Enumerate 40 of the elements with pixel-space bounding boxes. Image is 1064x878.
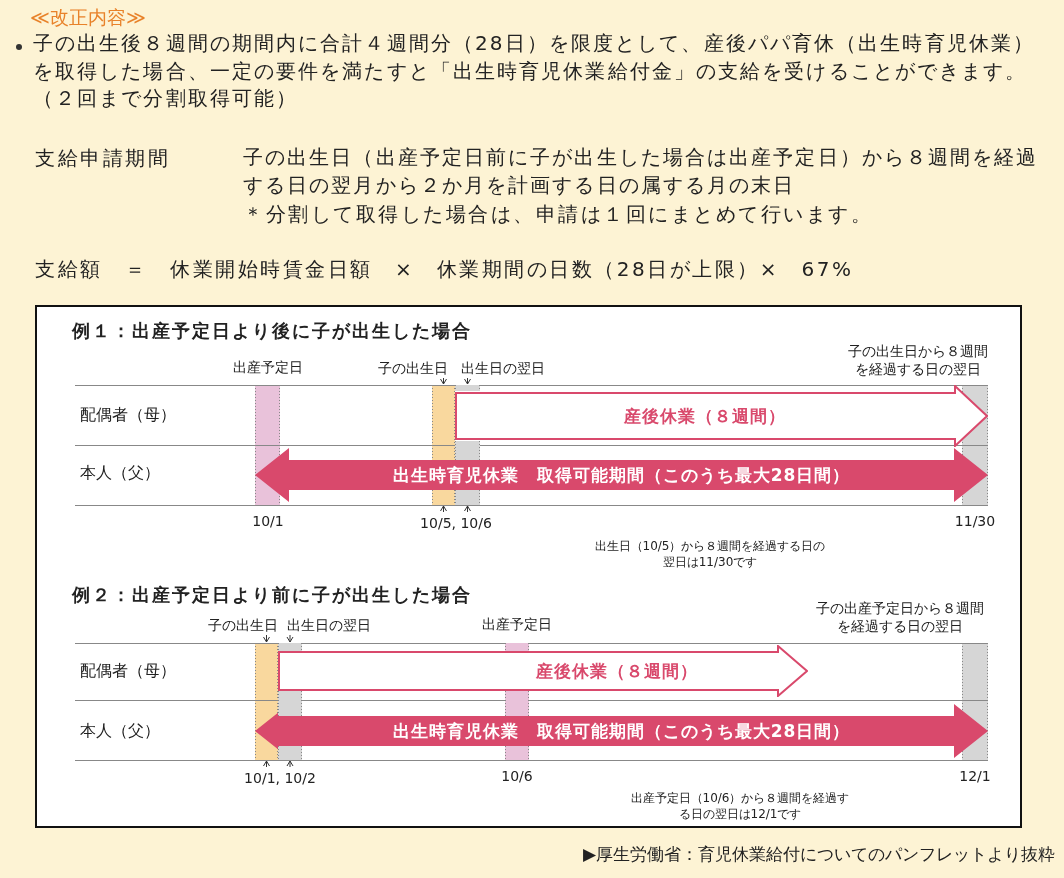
leader-arrow xyxy=(286,634,294,643)
note-text: ＊分割して取得した場合は、申請は１回にまとめて行います。 xyxy=(243,201,874,228)
body-text: 子の出生後８週間の期間内に合計４週間分（28日）を限度として、産後パパ育休（出生時育児休業）を取得した場合、一定の要件を満たすと「出生時育児休業給付金」の支給を受けることができます。（２回まで分割取得可能） xyxy=(33,30,1037,113)
heading: ≪改正内容≫ xyxy=(30,5,146,30)
leader-arrow xyxy=(464,377,471,385)
note-text: 出産予定日（10/6）から８週間を経過する日の翌日は12/1です xyxy=(629,791,851,823)
leader-arrow xyxy=(440,505,447,513)
leader-arrow xyxy=(286,760,294,768)
date-label: 10/5, 10/6 xyxy=(410,512,502,534)
marker-label: 出産予定日 xyxy=(232,358,304,377)
source-text: ▶厚生労働省：育児休業給付についてのパンフレットより抜粋 xyxy=(581,843,1055,866)
item-label: 支給申請期間 xyxy=(35,145,171,172)
leader-arrow xyxy=(263,634,270,643)
date-label: 10/1, 10/2 xyxy=(234,767,326,789)
leader-arrow xyxy=(440,377,447,385)
note-text: 出生日（10/5）から８週間を経過する日の翌日は11/30です xyxy=(593,539,827,571)
marker-label: 子の出生日から８週間を経過する日の翌日 xyxy=(847,343,989,378)
marker-label: 出生日の翌日 xyxy=(287,615,397,635)
leader-arrow xyxy=(263,760,270,768)
row-label: 配偶者（母） xyxy=(80,404,177,426)
date-label: 11/30 xyxy=(953,512,997,531)
formula-text: 支給額 ＝ 休業開始時賃金日額 × 休業期間の日数（28日が上限）× 67% xyxy=(35,256,855,283)
marker-label: 出生日の翌日 xyxy=(461,358,571,378)
marker-label: 子の出生日 xyxy=(350,358,448,378)
date-label: 10/6 xyxy=(500,767,534,786)
row-label: 本人（父） xyxy=(80,720,161,742)
date-band xyxy=(278,643,302,760)
date-label: 10/1 xyxy=(251,512,285,531)
marker-label: 子の出生日 xyxy=(178,615,278,635)
marker-label: 出産予定日 xyxy=(481,615,553,634)
example-heading: 例１：出産予定日より後に子が出生した場合 xyxy=(72,319,473,343)
body-text: 子の出生日（出産予定日前に子が出生した場合は出産予定日）から８週間を経過する日の翌月から２か月を計画する日の属する月の末日 xyxy=(243,144,1040,199)
leave-arrow: 産後休業（８週間） xyxy=(278,645,808,697)
leave-arrow: 産後休業（８週間） xyxy=(455,385,988,447)
row-label: 本人（父） xyxy=(80,462,161,484)
row-label: 配偶者（母） xyxy=(80,660,177,682)
date-label: 12/1 xyxy=(958,767,992,786)
leader-arrow xyxy=(464,505,471,513)
example-heading: 例２：出産予定日より前に子が出生した場合 xyxy=(72,583,473,607)
marker-label: 子の出産予定日から８週間を経過する日の翌日 xyxy=(815,600,985,635)
